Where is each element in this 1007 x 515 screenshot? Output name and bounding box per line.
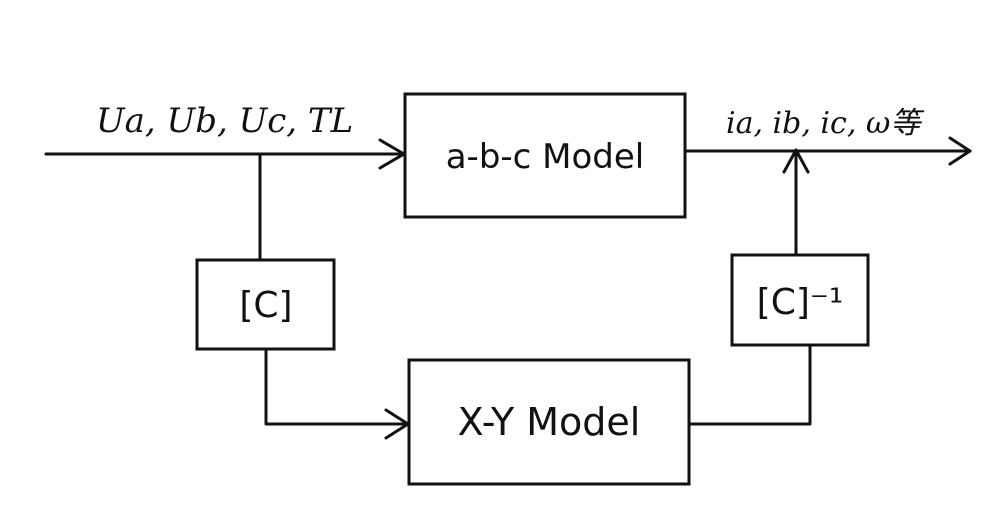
output-arrowhead bbox=[948, 136, 972, 166]
transform-label: [C] bbox=[239, 285, 292, 326]
xy-model-label: X-Y Model bbox=[458, 400, 641, 444]
input-arrowhead bbox=[378, 138, 406, 170]
xy-to-inverse-line bbox=[687, 343, 812, 426]
input-label: Ua, Ub, Uc, TL bbox=[96, 101, 353, 141]
xy-model-block bbox=[407, 358, 691, 486]
abc-model-block bbox=[403, 92, 687, 219]
inverse-transform-block bbox=[730, 253, 870, 347]
transform-to-xy-line bbox=[264, 347, 410, 426]
inverse-transform-label: [C]⁻¹ bbox=[757, 282, 844, 323]
xy-input-arrowhead bbox=[384, 408, 410, 440]
output-label: ia, ib, ic, ω等 bbox=[726, 106, 925, 141]
abc-model-label: a-b-c Model bbox=[446, 137, 645, 177]
